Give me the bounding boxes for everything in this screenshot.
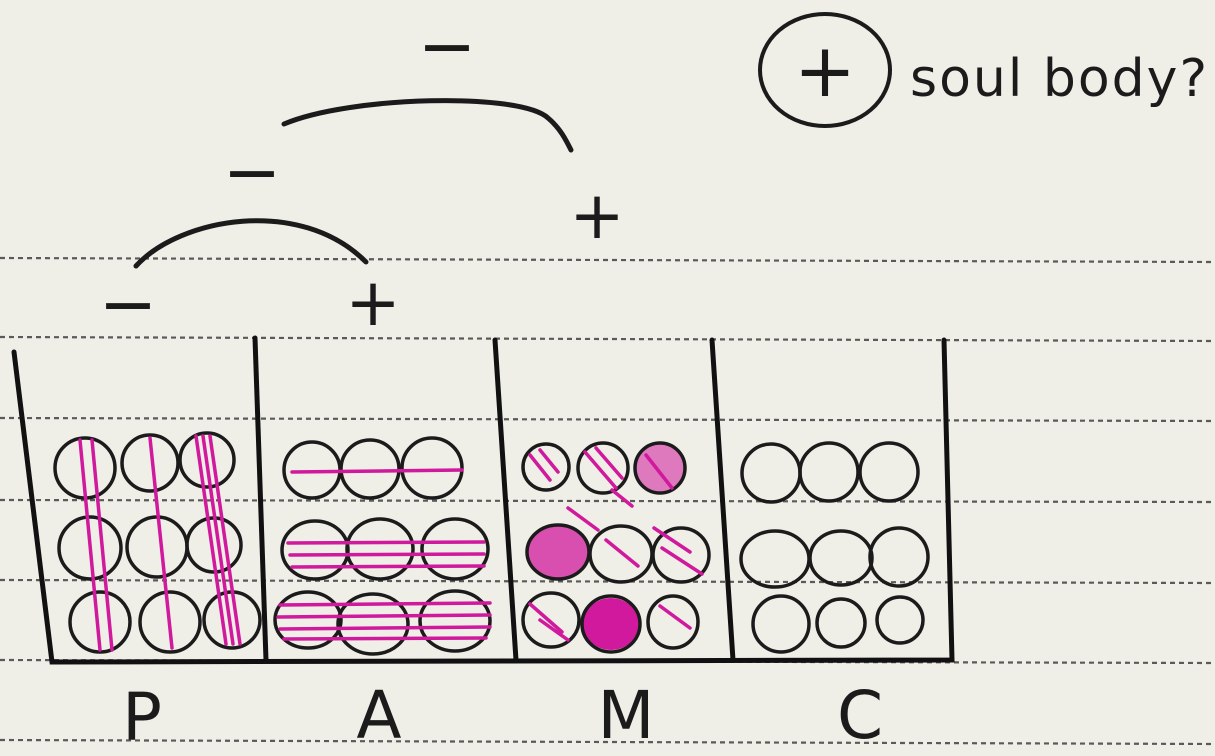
circle [580, 594, 642, 654]
marker-line [288, 552, 486, 557]
circled-plus-symbol: + [794, 28, 856, 114]
marker-line [610, 488, 634, 508]
circle [521, 591, 581, 649]
circle [273, 590, 343, 650]
marker-line [201, 434, 235, 646]
a-marker-lines [276, 468, 492, 641]
circle [420, 517, 490, 581]
marker-line [604, 538, 640, 568]
column-divider [252, 335, 269, 663]
column-label-p: P [122, 679, 162, 756]
column-m-circles [521, 441, 711, 654]
circle [178, 431, 236, 489]
marker-line [528, 453, 552, 482]
column-label-c: C [837, 677, 883, 754]
upper-arc [281, 98, 574, 153]
circle [339, 438, 401, 500]
marker-line [660, 546, 704, 576]
rule-line [0, 335, 1215, 343]
lower-arc [133, 218, 369, 269]
soul-body-note: + soul body? [758, 12, 1209, 128]
circle [521, 442, 571, 492]
circle [808, 529, 874, 587]
circle-icon [758, 12, 892, 128]
marker-line [290, 468, 464, 474]
marker-line [658, 604, 692, 630]
lower-minus-sign: − [99, 263, 158, 345]
circle [576, 441, 630, 495]
marker-line [208, 434, 242, 646]
circle [400, 436, 464, 500]
circle [858, 441, 920, 503]
marker-line [583, 450, 618, 490]
circle [815, 597, 867, 649]
column-divider [492, 337, 519, 663]
circle [739, 529, 811, 589]
circle [336, 592, 410, 656]
column-labels: P A M C [122, 677, 883, 756]
a-plus-sign: + [345, 264, 400, 341]
circle [280, 519, 350, 581]
column-a-circles [273, 436, 492, 656]
marker-line [148, 436, 174, 650]
circle [57, 515, 123, 581]
marker-line [538, 448, 560, 474]
circle [875, 595, 925, 645]
circle [646, 594, 700, 650]
pink-fill [583, 598, 639, 650]
column-label-m: M [598, 677, 655, 754]
marker-line [290, 564, 486, 569]
marker-line [286, 540, 486, 545]
circle [798, 441, 860, 503]
column-box [11, 335, 955, 665]
marker-line [566, 506, 600, 532]
column-p-circles [53, 431, 262, 654]
pink-fill [528, 526, 588, 578]
rule-line [0, 578, 1215, 585]
circle [68, 590, 132, 654]
circle [125, 515, 189, 579]
marker-line [276, 613, 492, 619]
marker-line [644, 453, 674, 490]
rule-line [0, 738, 1215, 746]
marker-line [594, 446, 624, 480]
p-marker-lines [78, 434, 242, 652]
column-label-a: A [356, 677, 401, 754]
marker-line [90, 438, 114, 652]
circle [345, 517, 415, 581]
circle [868, 526, 930, 588]
m-plus-sign: + [569, 177, 624, 254]
marker-line [282, 636, 488, 641]
circle [740, 442, 802, 504]
marker-line [652, 526, 692, 554]
signs: − − − + + [99, 5, 625, 345]
marker-line [528, 602, 564, 634]
marker-line [278, 601, 492, 607]
relation-arcs [133, 98, 574, 269]
marker-line [78, 438, 102, 652]
circle [751, 594, 811, 654]
marker-line [538, 618, 570, 642]
marker-line [278, 625, 492, 631]
rule-line [0, 498, 1215, 504]
rule-line [0, 256, 1215, 264]
box-outline [11, 337, 955, 665]
column-divider [709, 337, 736, 663]
circle [138, 590, 202, 654]
rule-line [0, 416, 1215, 423]
upper-minus-sign: − [223, 131, 282, 213]
m-marker-lines [528, 446, 704, 642]
ruled-lines [0, 256, 1215, 746]
column-c-circles [739, 441, 930, 654]
marker-line [194, 434, 228, 646]
circle [651, 526, 711, 584]
soul-body-text: soul body? [910, 49, 1209, 109]
circle [120, 433, 180, 493]
circle [633, 441, 687, 495]
circle [418, 589, 492, 653]
top-minus-sign: − [418, 5, 477, 87]
